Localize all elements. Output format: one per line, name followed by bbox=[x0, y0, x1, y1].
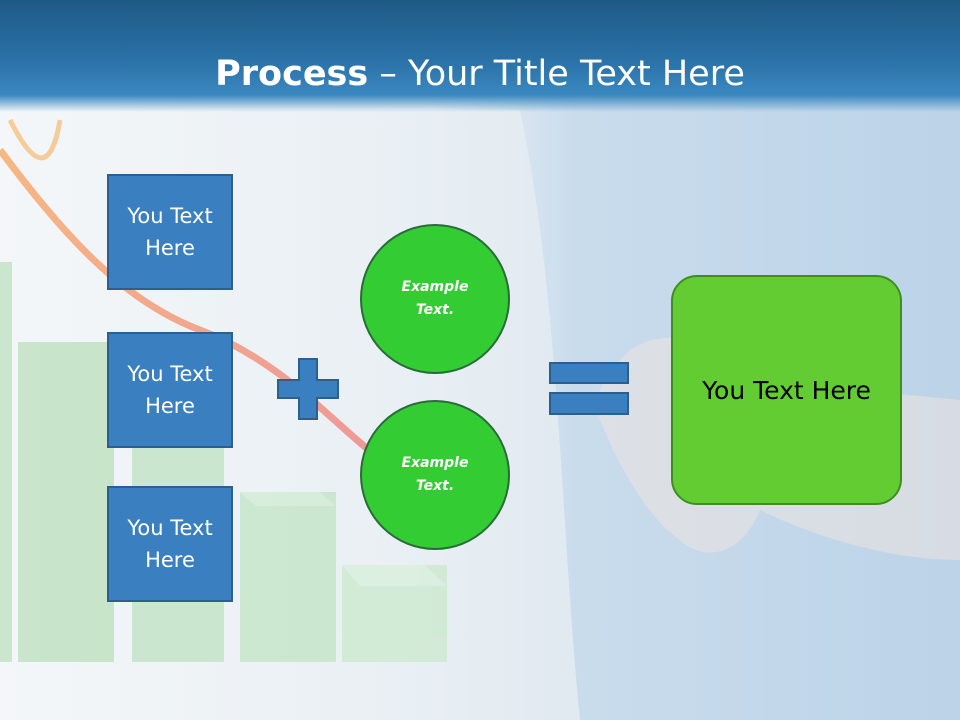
text-box-label: You Text Here bbox=[127, 362, 213, 418]
title-bold: Process bbox=[215, 54, 369, 94]
text-box-3[interactable]: You Text Here bbox=[107, 486, 233, 602]
text-box-2[interactable]: You Text Here bbox=[107, 332, 233, 448]
text-box-1[interactable]: You Text Here bbox=[107, 174, 233, 290]
example-circle-2[interactable]: Example Text. bbox=[360, 400, 510, 550]
equals-icon bbox=[549, 362, 629, 415]
result-label: You Text Here bbox=[702, 375, 871, 405]
result-box[interactable]: You Text Here bbox=[671, 275, 902, 505]
title-bar bbox=[0, 0, 960, 112]
title-rest: – Your Title Text Here bbox=[368, 54, 745, 94]
plus-icon bbox=[277, 358, 339, 420]
slide-title: Process – Your Title Text Here bbox=[0, 52, 960, 96]
example-circle-1[interactable]: Example Text. bbox=[360, 224, 510, 374]
text-box-label: You Text Here bbox=[127, 516, 213, 572]
circle-label: Example Text. bbox=[401, 279, 469, 318]
circle-label: Example Text. bbox=[401, 455, 469, 494]
text-box-label: You Text Here bbox=[127, 204, 213, 260]
